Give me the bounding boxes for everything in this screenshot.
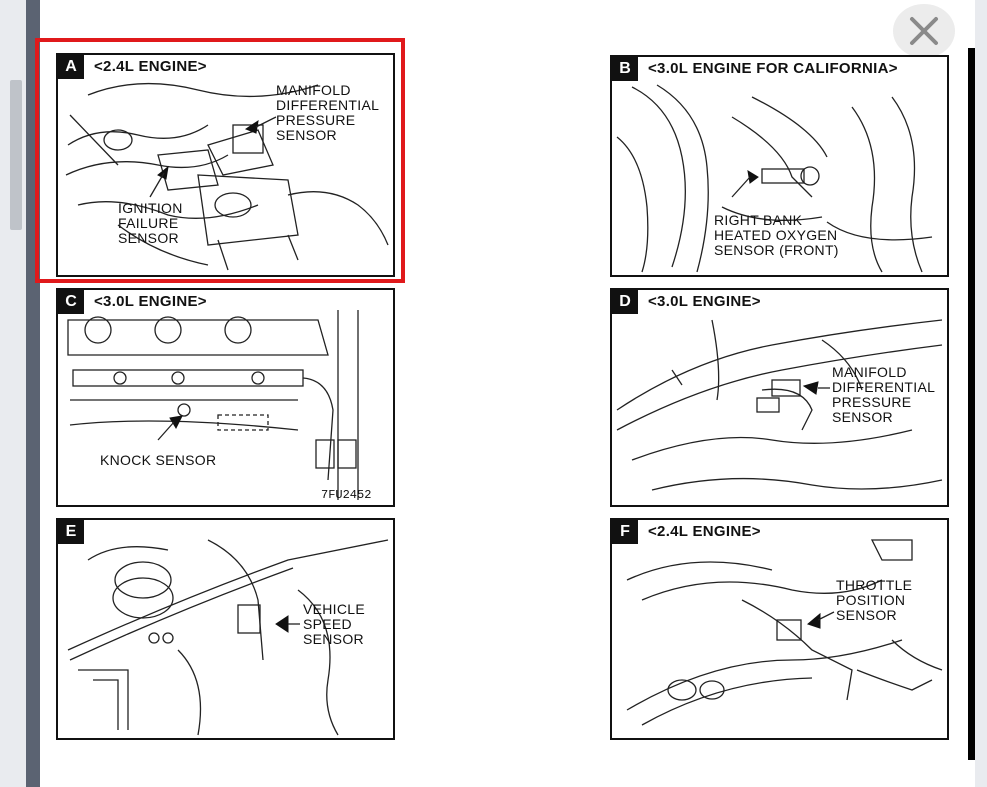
label-manifold: MANIFOLD (276, 82, 351, 98)
close-icon (910, 17, 938, 45)
page-edge-bar (968, 48, 975, 760)
label-manifold-d: MANIFOLD (832, 364, 907, 380)
label-sensor-e: SENSOR (303, 631, 364, 647)
label-sensor-2: SENSOR (118, 230, 179, 246)
label-differential-d: DIFFERENTIAL (832, 379, 936, 395)
label-sensor-f: SENSOR (836, 607, 897, 623)
panel-letter-e: E (58, 520, 84, 544)
label-sensor-front: SENSOR (FRONT) (714, 242, 839, 258)
panel-e: E VEHICLE SPEED SENSOR (56, 518, 395, 740)
label-position: POSITION (836, 592, 906, 608)
panel-c: C <3.0L ENGINE> KNOCK SENSOR 7FU2452 (56, 288, 395, 507)
panel-d: D <3.0L ENGINE> MANIFOLD DIFFERENTIAL PR… (610, 288, 949, 507)
engine-illustration-e (67, 539, 389, 736)
label-pressure-d: PRESSURE (832, 394, 912, 410)
panel-letter-c: C (58, 290, 84, 314)
panel-title-f: <2.4L ENGINE> (648, 523, 761, 540)
panel-f: F <2.4L ENGINE> THROTTLE POSITION SENSOR (610, 518, 949, 740)
label-sensor: SENSOR (276, 127, 337, 143)
label-vehicle: VEHICLE (303, 601, 366, 617)
panel-title-a: <2.4L ENGINE> (94, 58, 207, 75)
label-pressure: PRESSURE (276, 112, 356, 128)
engine-illustration-b (616, 84, 933, 273)
label-sensor-d: SENSOR (832, 409, 893, 425)
engine-illustration-f (626, 539, 943, 726)
panel-title-c: <3.0L ENGINE> (94, 293, 207, 310)
figure-code: 7FU2452 (321, 488, 372, 502)
label-knock-sensor: KNOCK SENSOR (100, 452, 217, 468)
label-speed: SPEED (303, 616, 352, 632)
label-throttle: THROTTLE (836, 577, 913, 593)
panel-letter-a: A (58, 55, 84, 79)
panel-letter-b: B (612, 57, 638, 81)
panel-letter-d: D (612, 290, 638, 314)
engine-illustration-c (67, 310, 359, 500)
scrollbar-track[interactable] (0, 0, 26, 787)
panel-letter-f: F (612, 520, 638, 544)
engine-illustration-a (65, 82, 389, 271)
panel-title-d: <3.0L ENGINE> (648, 293, 761, 310)
engine-illustration-d (616, 319, 943, 491)
right-scroll-edge (975, 0, 987, 787)
selection-highlight (35, 38, 405, 283)
panel-b: B <3.0L ENGINE FOR CALIFORNIA> RIGHT BAN… (610, 55, 949, 277)
label-failure: FAILURE (118, 215, 179, 231)
panel-a: A <2.4L ENGINE> MANIFOLD DIFFERENTIAL PR… (56, 53, 395, 277)
panel-title-b: <3.0L ENGINE FOR CALIFORNIA> (648, 60, 898, 77)
label-differential: DIFFERENTIAL (276, 97, 380, 113)
label-right-bank: RIGHT BANK (714, 212, 803, 228)
scrollbar-thumb[interactable] (10, 80, 22, 230)
close-button[interactable] (893, 4, 955, 58)
label-ignition: IGNITION (118, 200, 183, 216)
label-heated-oxygen: HEATED OXYGEN (714, 227, 838, 243)
